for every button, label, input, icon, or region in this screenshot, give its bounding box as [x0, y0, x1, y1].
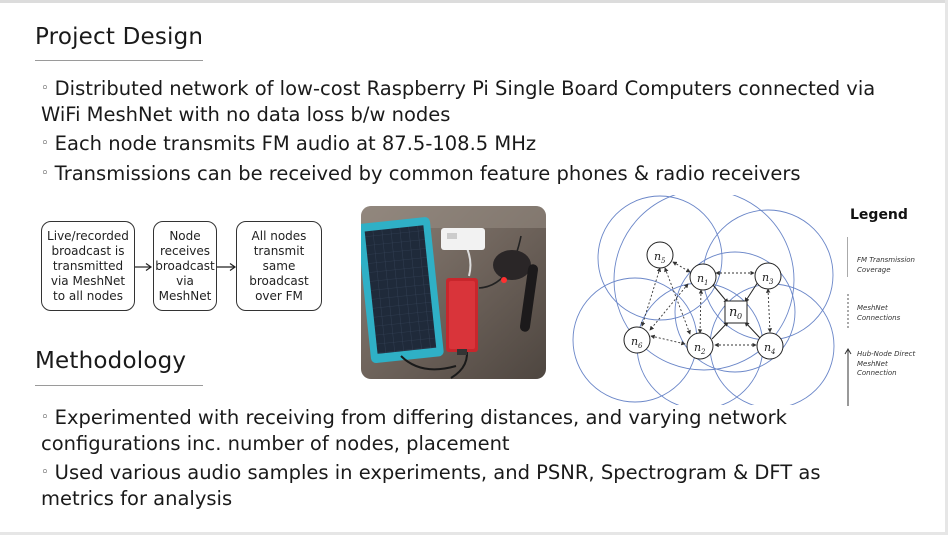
svg-text:n: n — [729, 305, 737, 320]
legend-meshnet-icon — [847, 294, 849, 330]
legend-hub-icon — [844, 348, 852, 406]
fm-coverage-circles — [572, 195, 835, 405]
bullet-marker: ◦ — [41, 136, 49, 152]
flow-arrow-icon — [135, 263, 153, 271]
node-n3: n 3 — [754, 262, 782, 290]
flow-step-broadcast: Live/recorded broadcast is transmitted v… — [41, 221, 135, 311]
svg-text:3: 3 — [769, 278, 774, 286]
right-strip — [945, 0, 948, 535]
node-n2: n 2 — [686, 332, 714, 360]
svg-text:n: n — [762, 271, 769, 284]
bullet-marker: ◦ — [41, 465, 49, 481]
bullet-item: ◦Used various audio samples in experimen… — [41, 461, 821, 511]
bottom-strip — [0, 532, 948, 535]
hardware-photo-illustration — [361, 206, 546, 379]
mesh-network-diagram: n 5 n 1 n 3 n 0 n 6 n 2 n — [572, 195, 835, 405]
svg-text:5: 5 — [661, 257, 666, 265]
bullet-item: ◦Each node transmits FM audio at 87.5-10… — [41, 132, 537, 156]
svg-text:n: n — [697, 272, 704, 285]
svg-text:n: n — [694, 341, 701, 354]
flow-step-nodes-transmit: All nodes transmit same broadcast over F… — [236, 221, 322, 311]
svg-text:n: n — [764, 341, 771, 354]
node-n4: n 4 — [756, 332, 784, 360]
node-n0-hub: n 0 — [724, 300, 748, 324]
svg-text:2: 2 — [700, 348, 706, 356]
coverage-circle — [613, 195, 795, 371]
node-n5: n 5 — [646, 241, 674, 269]
bullet-item: ◦Experimented with receiving from differ… — [41, 406, 787, 455]
bullet-item: ◦Distributed network of low-cost Raspber… — [41, 77, 876, 126]
meshnet-connections — [640, 261, 773, 348]
bullet-marker: ◦ — [41, 410, 49, 425]
svg-text:n: n — [631, 335, 638, 348]
svg-text:1: 1 — [704, 279, 708, 287]
svg-text:6: 6 — [638, 342, 643, 350]
node-n6: n 6 — [623, 326, 651, 354]
node-n1: n 1 — [689, 263, 717, 291]
top-strip — [0, 0, 948, 3]
flow-arrow-icon — [217, 263, 237, 271]
project-design-bullets: ◦Distributed network of low-cost Raspber… — [41, 76, 881, 191]
svg-text:0: 0 — [737, 312, 742, 321]
bullet-item: ◦Transmissions can be received by common… — [41, 162, 801, 186]
legend-title: Legend — [850, 207, 908, 223]
legend-hub-label: Hub-Node Direct MeshNet Connection — [857, 350, 916, 377]
flow-step-node-receives: Node receives broadcast via MeshNet — [153, 221, 217, 311]
title-underline — [35, 60, 203, 61]
title-underline — [35, 385, 203, 386]
bullet-marker: ◦ — [41, 81, 49, 96]
hardware-photo — [361, 206, 546, 379]
svg-text:n: n — [654, 250, 661, 263]
section-title-project-design: Project Design — [35, 24, 204, 50]
section-title-methodology: Methodology — [35, 348, 187, 374]
legend-meshnet-label: MeshNet Connections — [857, 304, 901, 322]
methodology-bullets: ◦Experimented with receiving from differ… — [41, 405, 841, 516]
hub-connections — [711, 281, 761, 340]
bullet-marker: ◦ — [41, 166, 49, 182]
legend-coverage-line — [847, 237, 848, 277]
svg-text:4: 4 — [770, 348, 775, 356]
legend-coverage-label: FM Transmission Coverage — [857, 256, 915, 274]
